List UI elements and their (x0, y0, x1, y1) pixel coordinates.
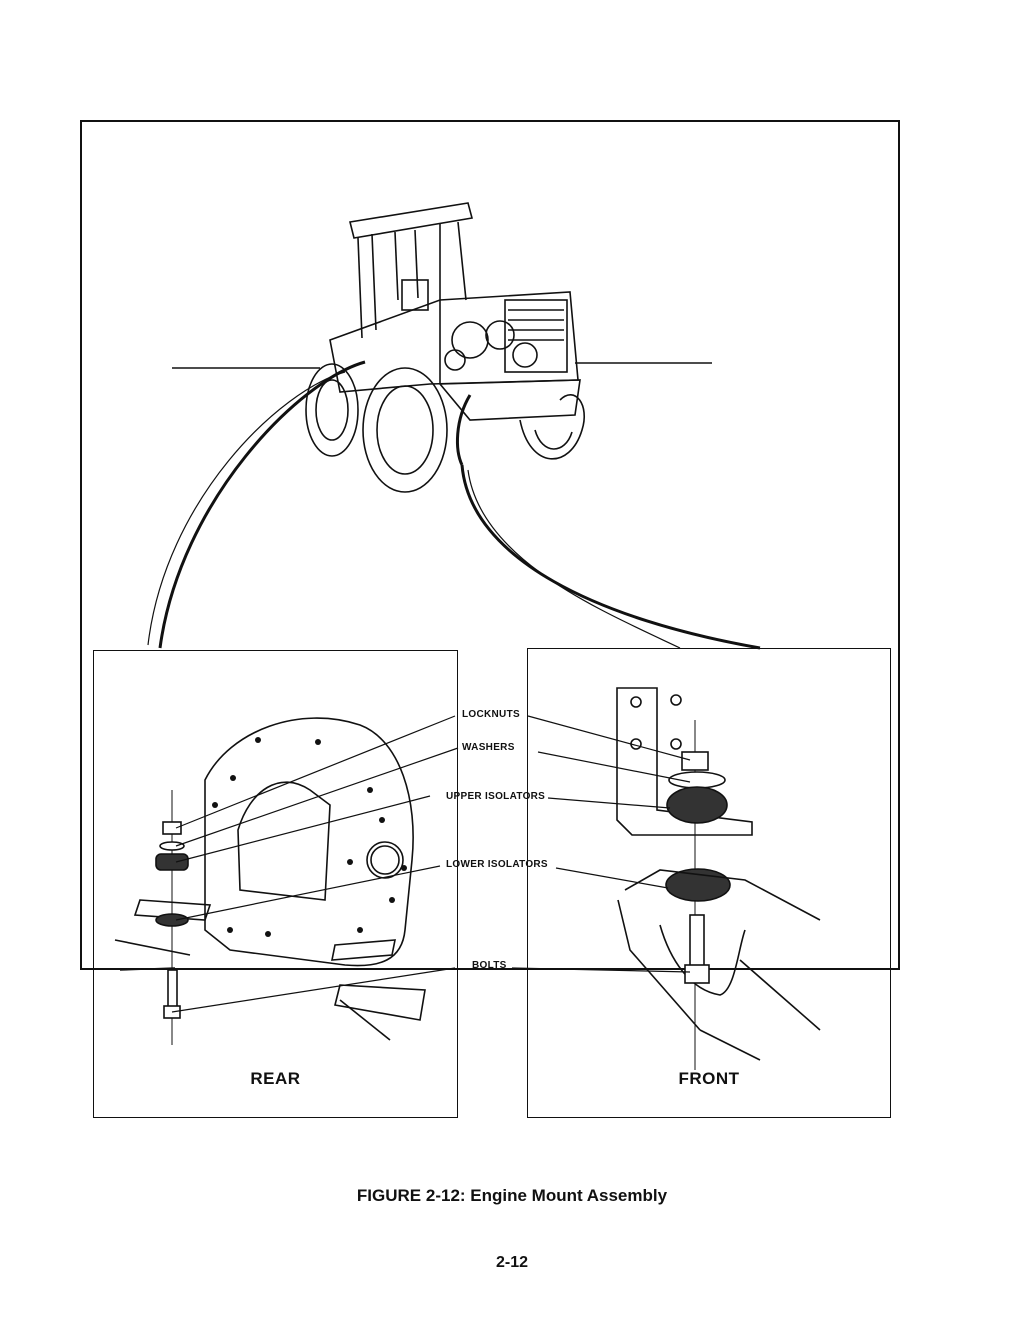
rear-label: REAR (250, 1069, 301, 1088)
rear-panel: REAR (93, 650, 458, 1118)
sweep-front-outer (460, 464, 761, 650)
sweep-front-inner (467, 469, 681, 649)
front-panel: FRONT (527, 648, 891, 1118)
callout-upper-isolators: UPPER ISOLATORS (446, 791, 546, 802)
front-label: FRONT (678, 1069, 740, 1088)
front-mount-drawing (616, 687, 821, 1070)
callout-lower-isolators: LOWER ISOLATORS (446, 859, 548, 870)
callout-washers: WASHERS (462, 742, 515, 753)
sweep-rear-outer (158, 360, 366, 649)
rear-mount-drawing (114, 717, 426, 1045)
callout-leaders (171, 715, 691, 1013)
figure-frame (80, 120, 900, 970)
callout-locknuts: LOCKNUTS (462, 709, 520, 720)
page-number: 2-12 (495, 1254, 529, 1271)
callout-bolts: BOLTS (472, 960, 507, 971)
sweep-rear-inner (147, 371, 346, 646)
tractor-drawing (305, 202, 585, 493)
figure-caption: FIGURE 2-12: Engine Mount Assembly (356, 1186, 668, 1205)
